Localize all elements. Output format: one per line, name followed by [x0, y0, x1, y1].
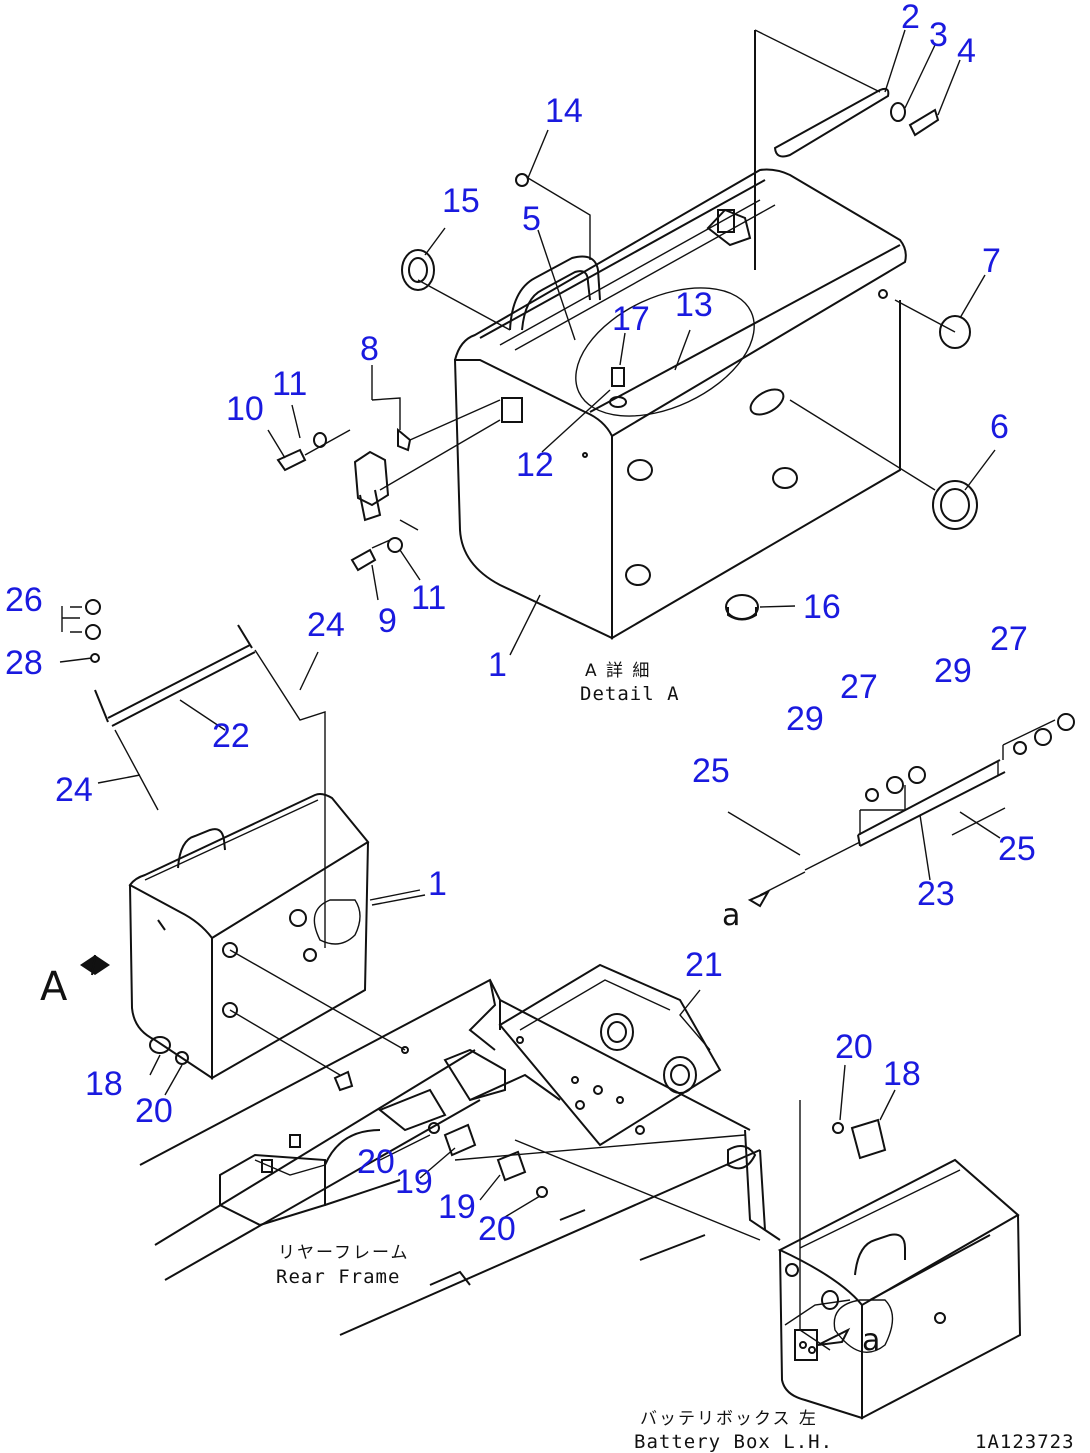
detail-ref-a-upper: a: [722, 898, 740, 933]
callout-29-left: 29: [786, 700, 824, 738]
strap-part: [754, 29, 940, 270]
detail-a-caption-en: Detail A: [580, 683, 680, 705]
callout-7: 7: [982, 242, 1001, 280]
drawing-code: 1A123723: [975, 1431, 1075, 1453]
battery-box-assembled: [128, 793, 421, 1080]
rear-frame: [139, 963, 887, 1336]
callout-9: 9: [378, 602, 397, 640]
rear-frame-caption-jp: リヤーフレーム: [278, 1243, 409, 1263]
latch-assembly: [276, 399, 501, 572]
rod-assembly-22: [59, 599, 326, 948]
callout-2: 2: [901, 0, 920, 36]
callout-20-lower: 20: [478, 1210, 516, 1248]
callout-1-upper: 1: [488, 646, 507, 684]
callout-18-right: 18: [883, 1055, 921, 1093]
callout-numbers: 2 3 4 14 15 5 7 17 13 8 11 10 12 6 26 24…: [5, 0, 1036, 1248]
battery-box-caption-en: Battery Box L.H.: [634, 1431, 833, 1453]
grommets: [401, 173, 978, 621]
leader-lines: [97, 29, 1001, 1221]
callout-25-upper: 25: [692, 752, 730, 790]
callout-29-right: 29: [934, 652, 972, 690]
callout-22: 22: [212, 717, 250, 755]
view-a-label: A: [40, 964, 68, 1010]
callout-26: 26: [5, 581, 43, 619]
callout-8: 8: [360, 330, 379, 368]
bar-assembly-23: [727, 713, 1075, 908]
callout-10: 10: [226, 390, 264, 428]
callout-18-left: 18: [85, 1065, 123, 1103]
battery-box-caption-jp: バッテリボックス 左: [640, 1409, 818, 1429]
battery-box-lh: [777, 1100, 1022, 1420]
callout-20-right: 20: [835, 1028, 873, 1066]
callout-11-lower: 11: [411, 579, 446, 617]
callout-27-left: 27: [840, 668, 878, 706]
callout-20-left: 20: [135, 1092, 173, 1130]
callout-12: 12: [516, 446, 554, 484]
callout-19-lower: 19: [438, 1188, 476, 1226]
callout-28: 28: [5, 644, 43, 682]
callout-27-right: 27: [990, 620, 1028, 658]
callout-3: 3: [929, 16, 948, 54]
callout-5: 5: [522, 200, 541, 238]
callout-14: 14: [545, 92, 583, 130]
callout-24-lower: 24: [55, 771, 93, 809]
callout-17: 17: [612, 300, 650, 338]
callout-1-lower: 1: [428, 865, 447, 903]
detail-a-battery-box: [453, 168, 907, 640]
callout-23: 23: [917, 875, 955, 913]
callout-21: 21: [685, 946, 723, 984]
callout-25-lower: 25: [998, 830, 1036, 868]
callout-6: 6: [990, 408, 1009, 446]
callout-13: 13: [675, 286, 713, 324]
detail-ref-a-lower: a: [862, 1323, 880, 1358]
detail-a-caption-jp: A 詳 細: [585, 661, 651, 681]
callout-11-upper: 11: [272, 365, 307, 403]
callout-4: 4: [957, 32, 976, 70]
rear-frame-caption-en: Rear Frame: [276, 1266, 400, 1288]
captions: A 詳 細 Detail A A a a リヤーフレーム Rear Frame …: [40, 661, 1075, 1453]
callout-24-upper: 24: [307, 606, 345, 644]
callout-15: 15: [442, 182, 480, 220]
callout-20-mid: 20: [357, 1143, 395, 1181]
view-a-arrow: [80, 954, 110, 976]
callout-16: 16: [803, 588, 841, 626]
callout-19-upper: 19: [395, 1163, 433, 1201]
